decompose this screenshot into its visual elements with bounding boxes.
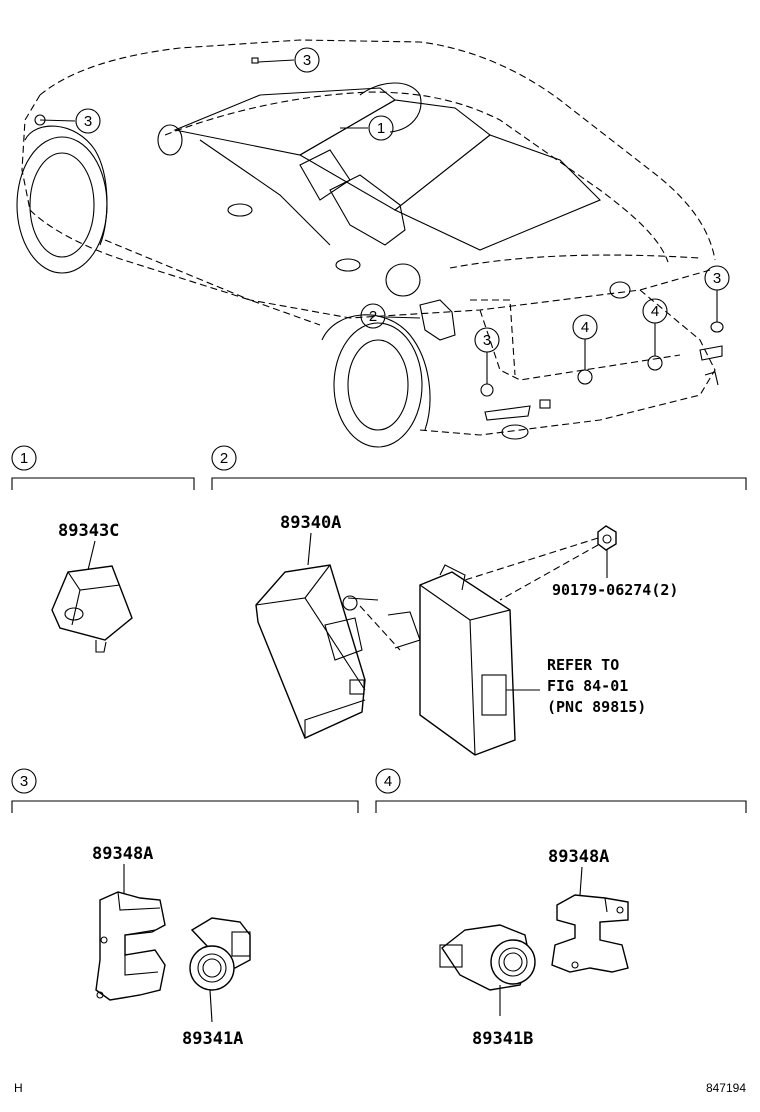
callout-4-right-text: 4: [651, 303, 659, 320]
callout-2[interactable]: [360, 303, 386, 329]
reference-note: REFER TO FIG 84-01 (PNC 89815): [547, 656, 646, 716]
part-89341B[interactable]: 89341B: [439, 924, 536, 1049]
callout-3-roof[interactable]: [294, 47, 320, 73]
section-4-header: 4: [375, 768, 747, 813]
callout-3-front[interactable]: [75, 108, 101, 134]
car-illustration: [16, 39, 724, 448]
section-4-number: 4: [384, 773, 392, 790]
footer-left: H: [14, 1081, 23, 1095]
callout-3-front-text: 3: [84, 113, 92, 130]
callout-3-rear-right-text: 3: [713, 270, 721, 287]
callout-3-roof-text: 3: [303, 52, 311, 69]
label-89348A-left: 89348A: [92, 844, 153, 864]
label-89340A: 89340A: [280, 513, 341, 533]
label-90179: 90179-06274(2): [552, 581, 678, 599]
car-callouts: 3 3 1 2 3 4 4 3: [39, 47, 730, 384]
section-3-header: 3: [11, 768, 359, 813]
label-89341A: 89341A: [182, 1029, 243, 1049]
part-89348A-right[interactable]: 89348A: [548, 847, 629, 973]
label-89348A-right: 89348A: [548, 847, 609, 867]
label-89343C: 89343C: [58, 521, 119, 541]
part-89341A[interactable]: 89341A: [182, 917, 251, 1049]
callout-4-left[interactable]: [572, 314, 598, 340]
figure-number: 847194: [706, 1081, 746, 1095]
callout-4-right[interactable]: [642, 298, 668, 324]
section-2-header: 2: [211, 445, 747, 490]
section-3-number: 3: [20, 773, 28, 790]
callout-1-text: 1: [377, 120, 385, 137]
label-89341B: 89341B: [472, 1029, 533, 1049]
ref-line-3: (PNC 89815): [547, 698, 646, 716]
ecu-reference-unit[interactable]: [387, 564, 540, 756]
ref-line-1: REFER TO: [547, 656, 619, 674]
callout-1[interactable]: [368, 115, 394, 141]
ref-line-2: FIG 84-01: [547, 677, 628, 695]
part-89348A-left[interactable]: 89348A: [92, 844, 166, 1001]
section-1-number: 1: [20, 450, 28, 467]
part-89340A[interactable]: 89340A: [255, 513, 401, 739]
callout-2-text: 2: [369, 308, 377, 325]
part-89343C[interactable]: 89343C: [51, 521, 133, 653]
callout-3-rear-right[interactable]: [704, 265, 730, 291]
section-1-header: 1: [11, 445, 195, 490]
part-90179-06274[interactable]: 90179-06274(2): [464, 525, 678, 601]
callout-3-rear-left[interactable]: [474, 327, 500, 353]
section-2-number: 2: [220, 450, 228, 467]
callout-3-rear-left-text: 3: [483, 332, 491, 349]
callout-4-left-text: 4: [581, 319, 589, 336]
